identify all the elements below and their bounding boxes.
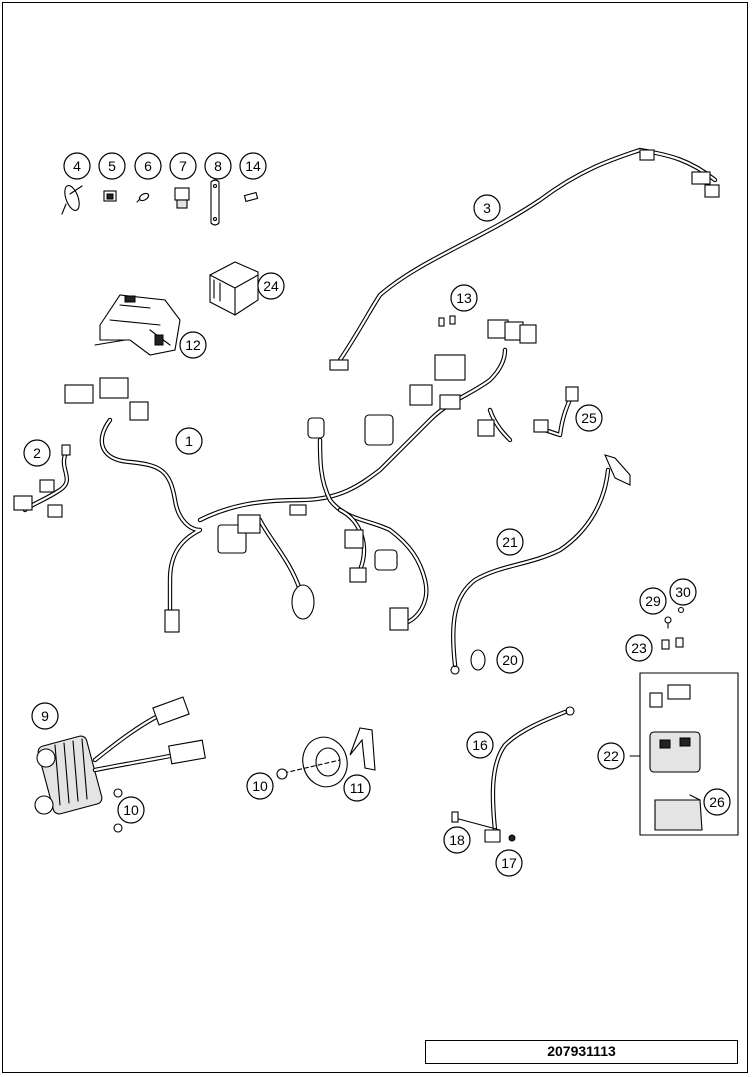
part-battery-cable [450, 454, 631, 675]
svg-text:24: 24 [263, 278, 279, 294]
svg-text:26: 26 [709, 794, 725, 810]
part-screw-small [677, 606, 685, 614]
part-wire-3 [329, 147, 720, 371]
callout-1: 1 [175, 427, 203, 455]
callout-18: 18 [443, 826, 471, 854]
svg-text:9: 9 [41, 708, 49, 724]
callout-3: 3 [473, 194, 501, 222]
callout-10-b: 10 [246, 772, 274, 800]
svg-text:20: 20 [502, 652, 518, 668]
part-boot-cap [470, 649, 486, 671]
svg-text:6: 6 [144, 158, 152, 174]
svg-text:25: 25 [581, 410, 597, 426]
callout-24: 24 [257, 272, 285, 300]
callout-9: 9 [31, 702, 59, 730]
part-connector-tiny [243, 191, 259, 203]
callout-2: 2 [23, 439, 51, 467]
callout-5: 5 [98, 152, 126, 180]
part-relay-kit-box [629, 672, 739, 836]
svg-text:14: 14 [245, 158, 261, 174]
svg-text:29: 29 [645, 593, 661, 609]
callout-13: 13 [450, 284, 478, 312]
svg-text:3: 3 [483, 200, 491, 216]
svg-text:11: 11 [350, 780, 365, 796]
part-bracket-holder [94, 294, 181, 356]
svg-text:12: 12 [185, 337, 201, 353]
callout-30: 30 [669, 578, 697, 606]
callout-26: 26 [703, 788, 731, 816]
svg-text:5: 5 [108, 158, 116, 174]
part-sub-harness [13, 444, 71, 518]
part-screw [664, 616, 672, 629]
callout-23: 23 [625, 634, 653, 662]
part-relay-small [174, 187, 190, 209]
part-relay-box [209, 261, 259, 316]
svg-text:18: 18 [449, 832, 465, 848]
svg-text:13: 13 [456, 290, 472, 306]
svg-text:2: 2 [33, 445, 41, 461]
part-nut-10b [276, 768, 288, 780]
callout-21: 21 [496, 528, 524, 556]
svg-text:23: 23 [631, 640, 647, 656]
svg-text:17: 17 [501, 855, 517, 871]
part-connector-cap [533, 386, 579, 438]
callout-17: 17 [495, 849, 523, 877]
callout-20: 20 [496, 646, 524, 674]
part-bulb [136, 192, 150, 203]
callout-4: 4 [63, 152, 91, 180]
callout-12: 12 [179, 331, 207, 359]
part-cable-tie [61, 185, 83, 215]
part-main-harness [64, 319, 537, 633]
part-fuse-pair [661, 637, 684, 650]
drawing-number-label: 207931113 [425, 1040, 738, 1064]
callout-14: 14 [239, 152, 267, 180]
part-horn [283, 727, 376, 788]
part-fuses [438, 315, 456, 327]
svg-text:10: 10 [123, 802, 139, 818]
svg-text:21: 21 [502, 534, 518, 550]
part-ground-strap [210, 179, 220, 226]
callout-16: 16 [466, 731, 494, 759]
part-bolt [451, 811, 501, 831]
svg-text:22: 22 [603, 748, 619, 764]
callout-7: 7 [169, 152, 197, 180]
svg-text:8: 8 [214, 158, 222, 174]
callout-10-a: 10 [117, 796, 145, 824]
svg-text:1: 1 [185, 433, 193, 449]
svg-text:4: 4 [73, 158, 81, 174]
callout-25: 25 [575, 404, 603, 432]
part-regulator [34, 696, 206, 815]
part-nut-10a [113, 788, 123, 833]
part-washer [508, 834, 516, 842]
svg-text:16: 16 [472, 737, 488, 753]
part-connector-small [103, 190, 117, 202]
callout-11: 11 [343, 774, 371, 802]
svg-text:10: 10 [252, 778, 268, 794]
svg-text:7: 7 [179, 158, 187, 174]
callout-6: 6 [134, 152, 162, 180]
callout-22: 22 [597, 742, 625, 770]
part-ground-cable [484, 706, 575, 843]
callout-8: 8 [204, 152, 232, 180]
callout-29: 29 [639, 587, 667, 615]
svg-text:30: 30 [675, 584, 691, 600]
